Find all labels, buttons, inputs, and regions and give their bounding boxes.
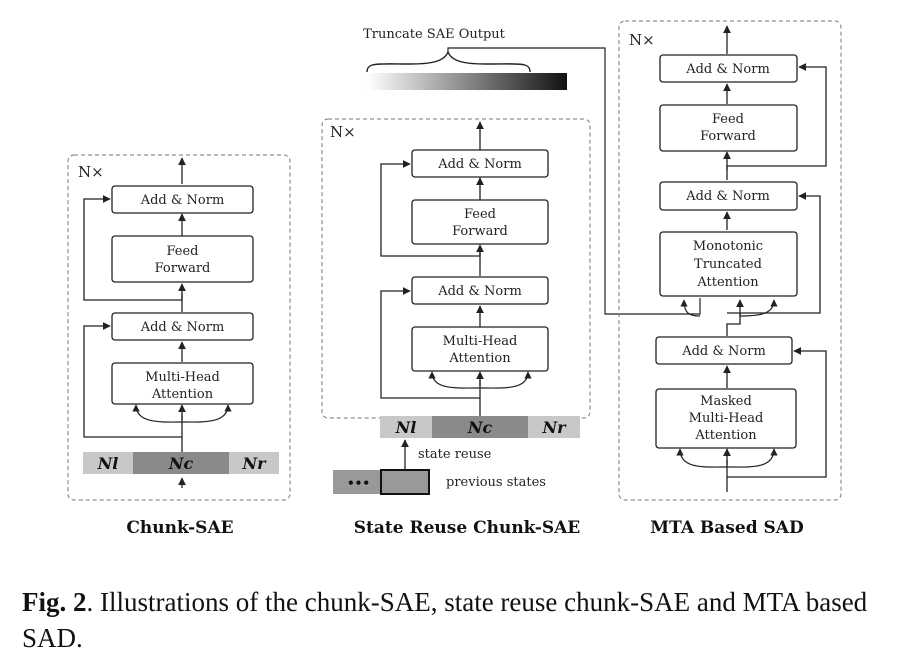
chunk-sae-input-nr-label: Nr xyxy=(241,454,267,473)
mta-sad-masked-multi-head-attention xyxy=(655,388,797,449)
state-reuse-panel: Truncate SAE Output N× Add & Norm Feed F… xyxy=(321,27,591,538)
state-reuse-input-nc xyxy=(432,416,528,438)
chunk-sae-mha-line2: Attention xyxy=(151,387,214,402)
mta-sad-add-norm-1 xyxy=(655,336,793,365)
mta-sad-add-norm-2-label: Add & Norm xyxy=(685,189,770,204)
truncate-gradient-bar xyxy=(367,73,567,90)
state-reuse-add-norm-mid xyxy=(411,276,549,305)
chunk-sae-stack-frame xyxy=(67,154,291,501)
mta-sad-monotonic-truncated-attention xyxy=(659,231,798,297)
mta-sad-add-norm-2 xyxy=(659,181,798,211)
mta-sad-add-norm-1-label: Add & Norm xyxy=(681,344,766,359)
chunk-sae-title: Chunk-SAE xyxy=(126,518,233,538)
state-reuse-title: State Reuse Chunk-SAE xyxy=(354,518,581,538)
chunk-sae-feed-forward xyxy=(111,235,254,283)
state-reuse-input-nl xyxy=(380,416,432,438)
chunk-sae-multi-head-attention xyxy=(111,362,254,405)
mta-sad-masked-line1: Masked xyxy=(700,394,752,409)
state-reuse-feed-forward-line1: Feed xyxy=(464,207,496,222)
mta-sad-masked-line3: Attention xyxy=(694,428,757,443)
chunk-sae-add-norm-top xyxy=(111,185,254,214)
truncate-to-mta-connector xyxy=(447,47,701,315)
chunk-sae-add-norm-mid xyxy=(111,312,254,341)
chunk-sae-add-norm-top-label: Add & Norm xyxy=(140,193,225,208)
mta-sad-title: MTA Based SAD xyxy=(650,518,804,538)
chunk-sae-input-nc-label: Nc xyxy=(168,454,194,473)
state-reuse-multi-head-attention xyxy=(411,326,549,372)
mta-sad-mta-line2: Truncated xyxy=(694,257,762,272)
mta-sad-feed-forward-line2: Forward xyxy=(700,129,756,144)
state-reuse-add-norm-top xyxy=(411,149,549,178)
chunk-sae-feed-forward-line1: Feed xyxy=(166,244,198,259)
state-reuse-mha-line2: Attention xyxy=(448,351,511,366)
chunk-sae-mha-line1: Multi-Head xyxy=(145,370,220,385)
state-reuse-repeat-label: N× xyxy=(330,123,356,141)
mta-sad-add-norm-top-label: Add & Norm xyxy=(685,62,770,77)
caption-text: . Illustrations of the chunk-SAE, state … xyxy=(22,587,868,653)
state-reuse-input-nc-label: Nc xyxy=(467,418,493,437)
chunk-sae-feed-forward-line2: Forward xyxy=(155,261,211,276)
chunk-sae-input-nl-label: Nl xyxy=(97,454,119,473)
state-reuse-input-nr xyxy=(528,416,580,438)
mta-sad-panel: N× Add & Norm Feed Forward Add & Norm Mo… xyxy=(618,20,842,538)
state-reuse-add-norm-top-label: Add & Norm xyxy=(437,157,522,172)
state-reuse-feed-forward-line2: Forward xyxy=(452,224,508,239)
state-reuse-input-nl-label: Nl xyxy=(395,418,417,437)
mta-sad-stack-frame xyxy=(618,20,842,501)
mta-sad-masked-line2: Multi-Head xyxy=(689,411,764,426)
state-reuse-add-norm-mid-label: Add & Norm xyxy=(437,284,522,299)
mta-sad-feed-forward-line1: Feed xyxy=(712,112,744,127)
previous-states-dots: ••• xyxy=(347,476,370,490)
mta-sad-mta-line3: Attention xyxy=(696,275,759,290)
mta-sad-feed-forward xyxy=(659,104,798,152)
chunk-sae-panel: N× Add & Norm Feed Forward Add & Norm Mu… xyxy=(67,154,291,538)
previous-states-current-box xyxy=(380,469,430,495)
chunk-sae-input-nr xyxy=(229,452,279,474)
figure-caption: Fig. 2. Illustrations of the chunk-SAE, … xyxy=(22,584,892,656)
previous-states-label: previous states xyxy=(446,475,546,490)
chunk-sae-repeat-label: N× xyxy=(78,163,104,181)
state-reuse-mha-line1: Multi-Head xyxy=(443,334,518,349)
chunk-sae-add-norm-mid-label: Add & Norm xyxy=(140,320,225,335)
state-reuse-label: state reuse xyxy=(418,447,492,462)
truncate-sae-output-label: Truncate SAE Output xyxy=(363,27,506,42)
state-reuse-input-nr-label: Nr xyxy=(541,418,567,437)
state-reuse-feed-forward xyxy=(411,199,549,245)
chunk-sae-input-nc xyxy=(133,452,229,474)
mta-sad-mta-line1: Monotonic xyxy=(693,239,763,254)
mta-sad-repeat-label: N× xyxy=(629,31,655,49)
previous-states-bar xyxy=(333,470,381,494)
chunk-sae-input-nl xyxy=(83,452,133,474)
caption-label: Fig. 2 xyxy=(22,587,87,617)
mta-sad-add-norm-top xyxy=(659,54,798,83)
truncate-brace xyxy=(366,50,531,73)
